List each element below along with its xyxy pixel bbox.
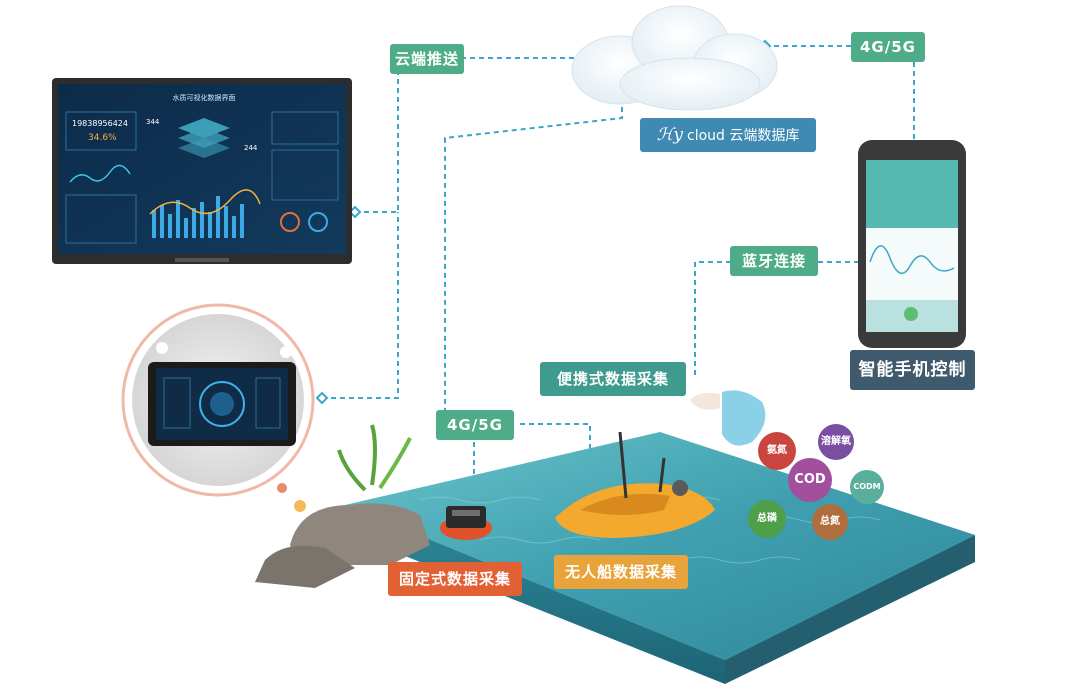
portable-probe-hand bbox=[690, 390, 766, 446]
monitor-percent: 34.6% bbox=[88, 133, 117, 143]
param-total-phosphorus-label: 总磷 bbox=[757, 513, 777, 524]
cloud-db-text: 云端数据库 bbox=[729, 128, 800, 144]
unmanned-boat bbox=[555, 431, 715, 538]
param-total-phosphorus: 总磷 bbox=[748, 500, 786, 538]
param-ammonia: 氨氮 bbox=[758, 432, 796, 470]
bluetooth-label: 蓝牙连接 bbox=[730, 246, 818, 276]
param-dissolved-oxygen-label: 溶解氧 bbox=[821, 436, 851, 447]
param-ammonia-label: 氨氮 bbox=[767, 445, 787, 456]
tablet-badge bbox=[121, 303, 315, 497]
param-cod: COD bbox=[788, 458, 832, 502]
cloud-brand: cloud bbox=[687, 128, 725, 144]
smartphone bbox=[858, 140, 966, 348]
phone-control-label: 智能手机控制 bbox=[850, 350, 975, 390]
network-label-top: 4G/5G bbox=[851, 32, 925, 62]
param-total-nitrogen-label: 总氮 bbox=[820, 516, 840, 527]
network-label-bottom: 4G/5G bbox=[436, 410, 514, 440]
monitor-number: 19838956424 bbox=[72, 119, 128, 128]
param-codm: CODM bbox=[850, 470, 884, 504]
boat-collection-label: 无人船数据采集 bbox=[554, 555, 688, 589]
param-dissolved-oxygen: 溶解氧 bbox=[818, 424, 854, 460]
rocks-plants bbox=[255, 424, 430, 588]
monitor-side-a: 344 bbox=[146, 118, 160, 126]
dashboard-monitor bbox=[52, 78, 352, 264]
param-total-nitrogen: 总氮 bbox=[812, 504, 848, 540]
param-cod-label: COD bbox=[794, 472, 826, 487]
monitor-side-b: 244 bbox=[244, 144, 258, 152]
param-codm-label: CODM bbox=[853, 482, 881, 491]
portable-collection-label: 便携式数据采集 bbox=[540, 362, 686, 396]
fixed-station-device bbox=[440, 506, 492, 540]
cloud-shape bbox=[571, 5, 778, 111]
monitor-title: 水质可视化数据界面 bbox=[173, 93, 236, 102]
cloud-logo-icon: ℋy bbox=[656, 125, 684, 145]
fixed-collection-label: 固定式数据采集 bbox=[388, 562, 522, 596]
cloud-push-label: 云端推送 bbox=[390, 44, 464, 74]
